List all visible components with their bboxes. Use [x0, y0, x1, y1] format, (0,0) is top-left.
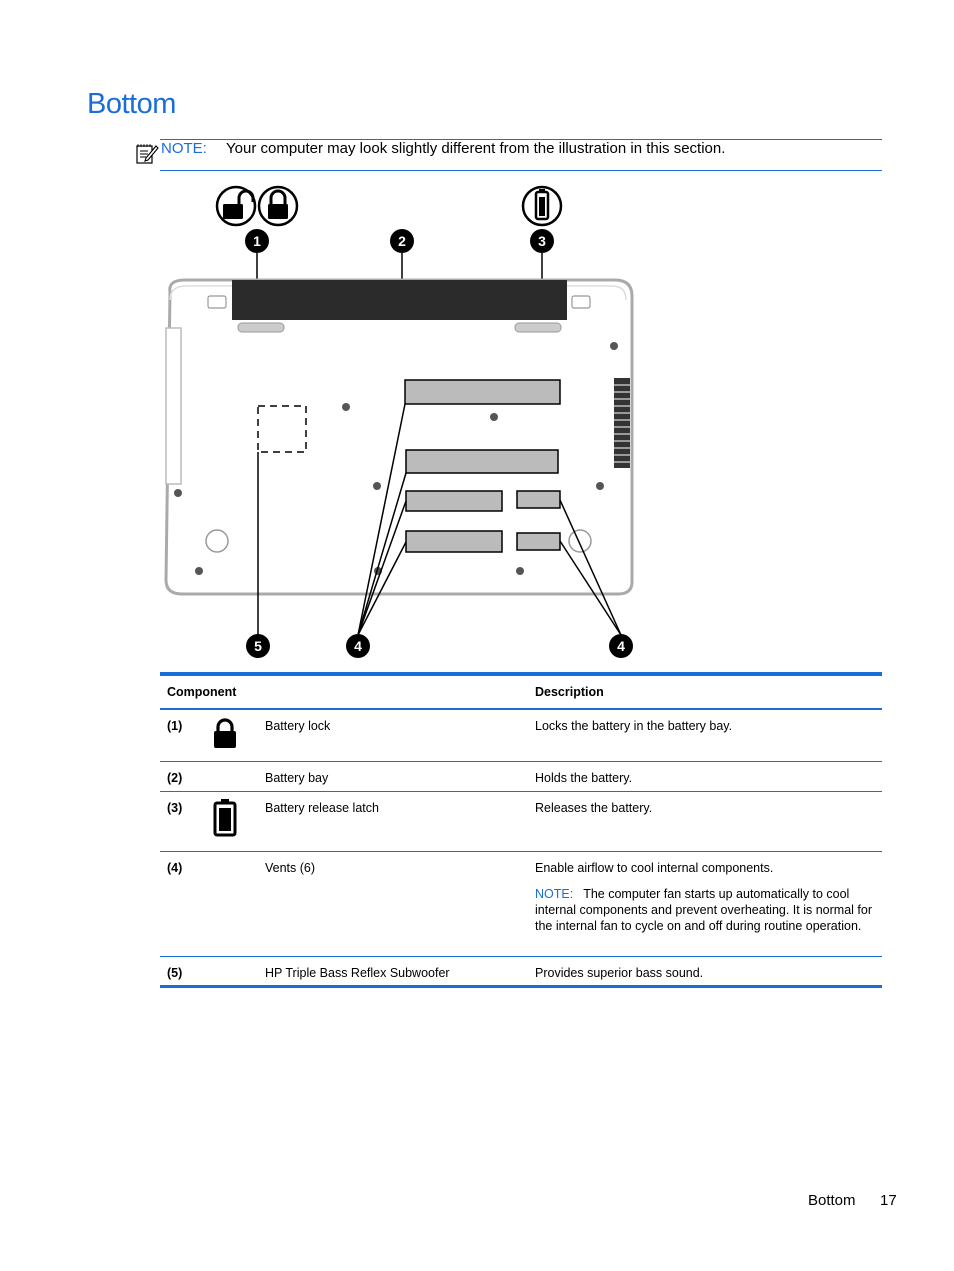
row-component-name: Battery lock: [265, 719, 331, 733]
row-number: (4): [167, 860, 183, 875]
svg-text:3: 3: [538, 233, 546, 249]
row-note: NOTE:The computer fan starts up automati…: [535, 886, 882, 942]
component-table: Component Description (1) Battery lock L…: [160, 672, 882, 988]
row-description: Enable airflow to cool internal componen…: [535, 860, 774, 875]
row-description-cell: Enable airflow to cool internal componen…: [528, 851, 882, 956]
svg-text:2: 2: [398, 233, 406, 249]
table-row: (3) Battery release latch Releases the b…: [160, 791, 882, 851]
svg-text:4: 4: [617, 638, 625, 654]
callout-4-left: 4: [346, 634, 370, 658]
header-component: Component: [167, 685, 237, 699]
battery-icon: [213, 798, 237, 836]
callout-3: 3: [530, 229, 554, 253]
note-pencil-icon: [136, 144, 159, 164]
callout-2: 2: [390, 229, 414, 253]
battery-lock-icon: [257, 185, 299, 227]
page-title: Bottom: [87, 88, 176, 120]
table-row: (2) Battery bay Holds the battery.: [160, 761, 882, 791]
note-box: [160, 139, 882, 171]
row-number: (5): [167, 965, 183, 980]
row-note-label: NOTE:: [535, 886, 574, 901]
header-description: Description: [535, 685, 604, 699]
row-note-text: The computer fan starts up automatically…: [535, 886, 872, 933]
callout-4-right: 4: [609, 634, 633, 658]
row-description: Locks the battery in the battery bay.: [535, 719, 733, 733]
laptop-bottom-illustration: 1 2 3: [164, 185, 634, 658]
row-number: (2): [167, 770, 183, 785]
callout-5: 5: [246, 634, 270, 658]
note-label: NOTE:: [161, 140, 207, 157]
row-component-name: Battery bay: [265, 770, 329, 785]
svg-text:4: 4: [354, 638, 362, 654]
footer-section: Bottom: [808, 1192, 856, 1209]
row-number: (3): [167, 800, 183, 815]
svg-text:1: 1: [253, 233, 261, 249]
lock-icon: [214, 718, 236, 748]
table-row: (5) HP Triple Bass Reflex Subwoofer Prov…: [160, 956, 882, 986]
row-number: (1): [167, 719, 183, 733]
row-description: Provides superior bass sound.: [535, 965, 704, 980]
table-row: (1) Battery lock Locks the battery in th…: [160, 709, 882, 761]
battery-unlock-icon: [215, 185, 257, 227]
row-component-name: Battery release latch: [265, 800, 379, 815]
svg-text:5: 5: [254, 638, 262, 654]
row-description: Holds the battery.: [535, 770, 633, 785]
table-header-row: Component Description: [160, 674, 882, 709]
footer-page-number: 17: [880, 1192, 897, 1209]
row-component-name: HP Triple Bass Reflex Subwoofer: [265, 965, 450, 980]
row-description: Releases the battery.: [535, 800, 653, 815]
callout-1: 1: [245, 229, 269, 253]
row-component-name: Vents (6): [265, 860, 316, 875]
note-text: Your computer may look slightly differen…: [226, 140, 726, 157]
row-icon-cell: [205, 709, 258, 761]
table-row: (4) Vents (6) Enable airflow to cool int…: [160, 851, 882, 956]
row-icon-cell: [205, 791, 258, 851]
battery-release-icon: [521, 185, 563, 227]
